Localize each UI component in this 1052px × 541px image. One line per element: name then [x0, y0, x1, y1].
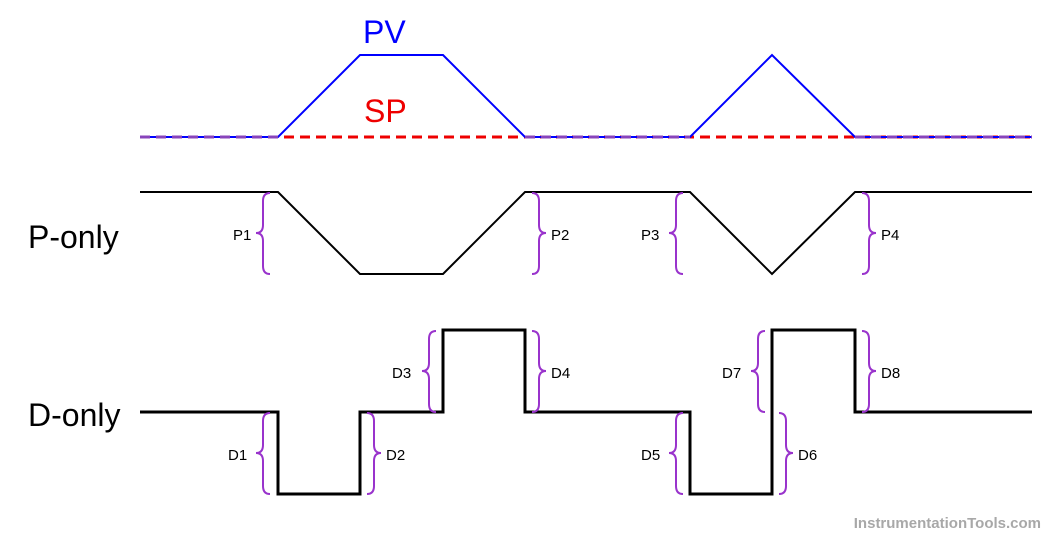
d-only-output-line [140, 328, 1032, 496]
p2-label: P2 [551, 227, 569, 244]
p-only-panel: P-only P1 P2 P3 P4 [28, 191, 1032, 276]
p-only-label: P-only [28, 219, 119, 255]
sp-label: SP [364, 93, 407, 129]
pv-sp-panel: PV SP [140, 14, 1032, 139]
p3-label: P3 [641, 227, 659, 244]
d7-bracket [750, 330, 766, 413]
d-only-panel: D-only D1 D2 D3 D4 D5 D6 D7 D8 [28, 328, 1032, 496]
d8-bracket [861, 330, 877, 413]
pv-line [140, 53, 1032, 138]
d2-bracket [366, 412, 382, 495]
watermark-text: InstrumentationTools.com [854, 515, 1041, 532]
p4-bracket [861, 192, 877, 275]
d2-label: D2 [386, 447, 405, 464]
d7-label: D7 [722, 365, 741, 382]
d1-bracket [255, 412, 271, 495]
d4-label: D4 [551, 365, 570, 382]
d4-bracket [531, 330, 547, 413]
d3-bracket [421, 330, 437, 413]
p1-label: P1 [233, 227, 251, 244]
d3-label: D3 [392, 365, 411, 382]
d5-label: D5 [641, 447, 660, 464]
p3-bracket [668, 192, 684, 275]
d8-label: D8 [881, 365, 900, 382]
d-only-label: D-only [28, 397, 120, 433]
d5-bracket [668, 412, 684, 495]
d6-bracket [778, 412, 794, 495]
p4-label: P4 [881, 227, 899, 244]
d6-label: D6 [798, 447, 817, 464]
d1-label: D1 [228, 447, 247, 464]
pv-label: PV [363, 14, 406, 50]
p1-bracket [255, 192, 271, 275]
p2-bracket [531, 192, 547, 275]
p-only-output-line [140, 191, 1032, 276]
